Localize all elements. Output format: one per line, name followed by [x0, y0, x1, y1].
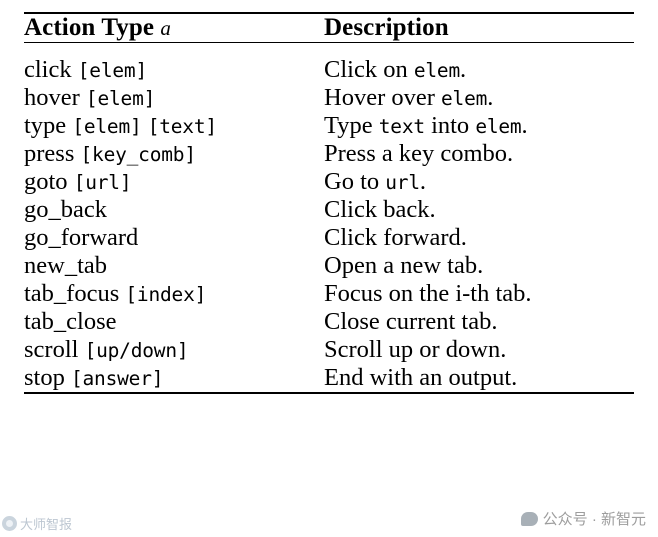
- description-text: into: [424, 112, 476, 139]
- description-text: Go to: [324, 168, 386, 195]
- description-code: text: [378, 115, 425, 138]
- watermark-left-label: 大师智报: [20, 517, 73, 532]
- action-name: go_forward: [24, 224, 139, 251]
- action-type-cell: go_forward: [24, 224, 324, 252]
- action-type-cell: goto [url]: [24, 168, 324, 196]
- description-text: .: [487, 84, 494, 111]
- description-cell: Press a key combo.: [324, 140, 634, 168]
- description-cell: Click on elem.: [324, 42, 634, 84]
- table-row: hover [elem]Hover over elem.: [24, 84, 634, 112]
- action-type-cell: click [elem]: [24, 42, 324, 84]
- action-name: press: [24, 140, 81, 167]
- action-name: tab_close: [24, 308, 117, 335]
- description-cell: Close current tab.: [324, 308, 634, 336]
- action-type-cell: press [key_comb]: [24, 140, 324, 168]
- description-text: End with an output.: [324, 364, 518, 391]
- description-cell: Click forward.: [324, 224, 634, 252]
- action-type-cell: new_tab: [24, 252, 324, 280]
- column-header-action-type: Action Type a: [24, 12, 324, 43]
- description-cell: Hover over elem.: [324, 84, 634, 112]
- action-argument: [up/down]: [84, 339, 189, 362]
- watermark-right: 公众号 · 新智元: [520, 508, 646, 529]
- description-text: Click back.: [324, 196, 436, 223]
- description-text: Open a new tab.: [324, 252, 484, 279]
- column-header-action-type-variable: a: [160, 16, 172, 40]
- table-header: Action Type a Description: [24, 12, 634, 43]
- action-name: stop: [24, 364, 71, 391]
- wechat-icon: [520, 511, 538, 526]
- description-text: Close current tab.: [324, 308, 498, 335]
- action-type-cell: type [elem] [text]: [24, 112, 324, 140]
- action-name: hover: [24, 84, 86, 111]
- description-text: Scroll up or down.: [324, 336, 507, 363]
- description-text: Click on: [324, 56, 414, 83]
- action-type-cell: go_back: [24, 196, 324, 224]
- description-code: elem: [441, 87, 488, 110]
- description-cell: Go to url.: [324, 168, 634, 196]
- table-row: goto [url]Go to url.: [24, 168, 634, 196]
- description-text: Hover over: [324, 84, 442, 111]
- action-name: click: [24, 56, 78, 83]
- action-name: go_back: [24, 196, 107, 223]
- watermark-right-label: 公众号 · 新智元: [542, 511, 646, 528]
- action-argument: [answer]: [70, 367, 164, 390]
- action-name: scroll: [24, 336, 85, 363]
- action-argument: [elem]: [77, 59, 147, 82]
- rule-cell: [324, 392, 634, 407]
- action-type-cell: stop [answer]: [24, 364, 324, 393]
- description-text: Press a key combo.: [324, 140, 514, 167]
- description-cell: Click back.: [324, 196, 634, 224]
- description-cell: Focus on the i-th tab.: [324, 280, 634, 308]
- table-header-row: Action Type a Description: [24, 12, 634, 43]
- description-code: url: [385, 171, 420, 194]
- description-text: .: [460, 56, 467, 83]
- column-header-description: Description: [324, 12, 634, 43]
- description-cell: Open a new tab.: [324, 252, 634, 280]
- description-code: elem: [413, 59, 461, 82]
- table-body: click [elem]Click on elem.hover [elem]Ho…: [24, 42, 634, 407]
- action-argument: [url]: [73, 171, 132, 194]
- action-name: goto: [24, 168, 74, 195]
- table-row: stop [answer]End with an output.: [24, 364, 634, 393]
- watermark-left: 大师智报: [2, 514, 72, 533]
- table-row: go_back Click back.: [24, 196, 634, 224]
- table-row: new_tab Open a new tab.: [24, 252, 634, 280]
- description-code: elem: [475, 115, 522, 138]
- rule-cell: [24, 392, 324, 407]
- table-bottom-rule: [24, 392, 634, 407]
- action-type-cell: scroll [up/down]: [24, 336, 324, 364]
- action-name: tab_focus: [24, 280, 126, 307]
- action-name: new_tab: [24, 252, 107, 279]
- action-argument: [text]: [147, 115, 217, 138]
- table-row: go_forward Click forward.: [24, 224, 634, 252]
- action-argument: [key_comb]: [80, 143, 196, 166]
- watermark-left-logo-icon: [2, 516, 17, 531]
- description-text: Click forward.: [324, 224, 467, 251]
- table-row: tab_focus [index]Focus on the i-th tab.: [24, 280, 634, 308]
- description-text: .: [521, 112, 528, 139]
- description-text: Focus on the i-th tab.: [324, 280, 532, 307]
- description-cell: End with an output.: [324, 364, 634, 393]
- action-type-cell: tab_close: [24, 308, 324, 336]
- description-cell: Scroll up or down.: [324, 336, 634, 364]
- table-row: press [key_comb]Press a key combo.: [24, 140, 634, 168]
- action-argument: [index]: [125, 283, 207, 306]
- action-space-table: Action Type a Description click [elem]Cl…: [24, 12, 634, 407]
- table-row: type [elem] [text]Type text into elem.: [24, 112, 634, 140]
- action-type-cell: tab_focus [index]: [24, 280, 324, 308]
- table-row: tab_close Close current tab.: [24, 308, 634, 336]
- action-space-table-container: Action Type a Description click [elem]Cl…: [24, 12, 634, 407]
- description-text: .: [419, 168, 426, 195]
- action-type-cell: hover [elem]: [24, 84, 324, 112]
- column-header-action-type-label: Action Type: [24, 14, 155, 41]
- table-row: scroll [up/down]Scroll up or down.: [24, 336, 634, 364]
- action-name: type: [24, 112, 73, 139]
- action-argument: [elem]: [85, 87, 156, 110]
- description-cell: Type text into elem.: [324, 112, 634, 140]
- action-argument: [elem]: [72, 115, 142, 138]
- table-row: click [elem]Click on elem.: [24, 42, 634, 84]
- description-text: Type: [324, 112, 379, 139]
